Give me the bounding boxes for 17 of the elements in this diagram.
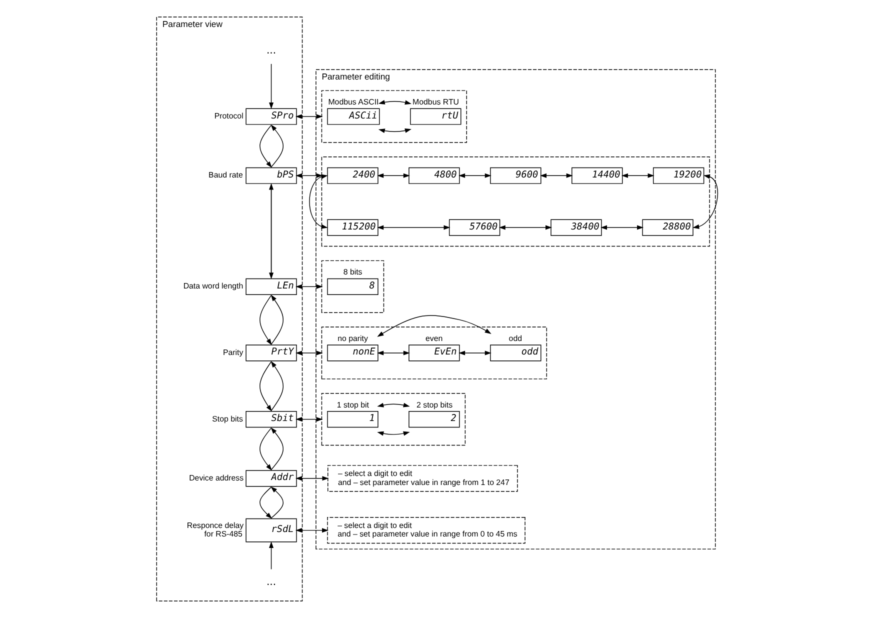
node-label: 8 bits	[343, 268, 362, 277]
node-label: Modbus RTU	[412, 97, 460, 106]
node-label: Responce delay for RS-485	[186, 521, 244, 539]
node-label: Device address	[189, 473, 244, 482]
node-label: Baud rate	[208, 170, 243, 180]
node-text: ...	[266, 44, 276, 57]
node-text: ...	[266, 576, 276, 588]
node-label: Modbus ASCII	[328, 97, 379, 106]
node-label: no parity	[338, 334, 368, 343]
node-label: Parity	[222, 348, 244, 357]
node-label: 2 stop bits	[416, 400, 453, 410]
node-label: even	[426, 334, 443, 343]
node-label: Data word length	[183, 282, 244, 291]
node-label: 1 stop bit	[336, 400, 369, 410]
node-label: Stop bits	[212, 414, 243, 424]
node-label: odd	[508, 334, 522, 343]
node-label: Protocol	[214, 112, 244, 121]
